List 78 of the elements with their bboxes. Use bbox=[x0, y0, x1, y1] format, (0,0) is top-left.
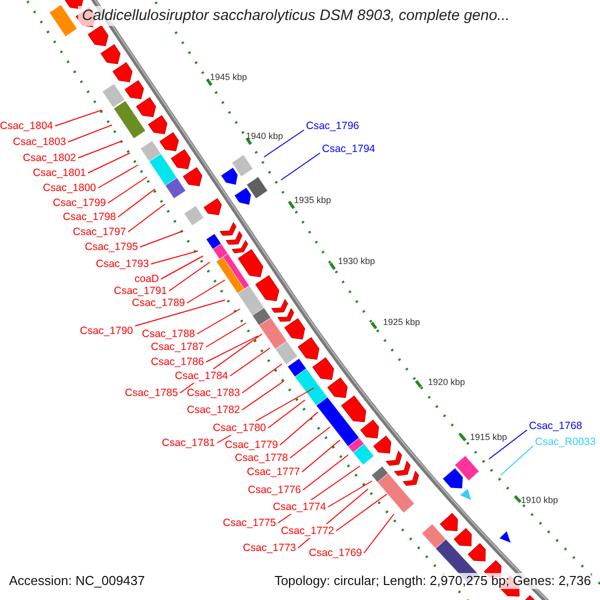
gene-label: Csac_1794 bbox=[322, 142, 376, 156]
leader-line bbox=[206, 322, 246, 348]
gene-label: Csac_1798 bbox=[62, 210, 116, 224]
gene-label: Csac_1788 bbox=[142, 327, 195, 341]
accession-text: Accession: NC_009437 bbox=[9, 573, 145, 589]
gene-label: Csac_1785 bbox=[124, 386, 178, 400]
leader-line bbox=[54, 110, 102, 126]
scale-label: 1920 kbp bbox=[428, 377, 466, 388]
leader-line bbox=[242, 380, 284, 410]
leader-line bbox=[88, 152, 130, 174]
leader-line bbox=[280, 152, 320, 180]
gene-label: Csac_1769 bbox=[308, 546, 362, 560]
scale-label: 1930 kbp bbox=[338, 256, 376, 267]
leader-line bbox=[488, 430, 528, 460]
gene-label: Csac_1797 bbox=[72, 225, 126, 239]
leader-line bbox=[78, 140, 122, 158]
gene-label: Csac_1772 bbox=[280, 524, 334, 538]
gene-label: Csac_1774 bbox=[272, 500, 326, 514]
gene-label: Csac_1777 bbox=[246, 465, 300, 479]
gene-label: Csac_1784 bbox=[174, 369, 228, 383]
gene-label: Csac_1787 bbox=[150, 340, 204, 354]
leader-line bbox=[206, 336, 258, 362]
scale-label: 1945 kbp bbox=[210, 72, 248, 83]
leader-line bbox=[186, 280, 226, 304]
gene-label: Csac_1789 bbox=[132, 296, 185, 310]
leader-line bbox=[196, 308, 240, 334]
gene-label: Csac_1780 bbox=[212, 421, 266, 435]
gene-label: Csac_1803 bbox=[12, 135, 66, 149]
leader-line bbox=[290, 426, 330, 458]
leader-line bbox=[364, 514, 394, 554]
gene-label: Csac_1796 bbox=[306, 119, 360, 133]
scale-label: 1935 kbp bbox=[294, 195, 332, 206]
leader-line bbox=[280, 412, 318, 446]
gene-label: Csac_1804 bbox=[0, 119, 53, 133]
leader-line bbox=[134, 300, 226, 326]
leader-line bbox=[336, 494, 388, 532]
leader-line bbox=[268, 400, 306, 428]
leader-line bbox=[98, 164, 138, 188]
topology-text: Topology: circular; Length: 2,970,275 bp; Genes: 2,736 bbox=[274, 573, 591, 589]
gene-label: Csac_1793 bbox=[96, 257, 149, 271]
gene-label: coaD bbox=[134, 272, 159, 286]
leader-line bbox=[230, 348, 270, 376]
gene-label: Csac_1773 bbox=[242, 541, 296, 555]
gene-label: Csac_1802 bbox=[22, 151, 76, 165]
gene-label: Csac_1800 bbox=[42, 181, 96, 195]
leader-line bbox=[118, 188, 156, 218]
leader-line bbox=[328, 480, 372, 508]
gene-label: Csac_1783 bbox=[186, 386, 240, 400]
leader-line bbox=[302, 440, 340, 472]
gene-label: Csac_1781 bbox=[162, 436, 215, 450]
gene-label: Csac_1768 bbox=[529, 419, 582, 433]
scale-label: 1925 kbp bbox=[383, 317, 420, 328]
leader-line bbox=[302, 454, 348, 490]
gene-label: Csac_1786 bbox=[150, 355, 204, 369]
leader-line bbox=[242, 364, 282, 394]
gene-label: Csac_1791 bbox=[114, 284, 167, 298]
scale-label: 1915 kbp bbox=[470, 432, 508, 443]
leader-line bbox=[150, 250, 198, 264]
leader-line bbox=[160, 256, 204, 280]
gene-label: Csac_1778 bbox=[234, 451, 288, 465]
scale-label: 1940 kbp bbox=[246, 131, 284, 142]
leader-line bbox=[140, 230, 184, 248]
gene-label: Csac_1795 bbox=[84, 240, 138, 254]
gene-label: Csac_1776 bbox=[248, 483, 301, 497]
gene-label: Csac_R0033 bbox=[535, 435, 596, 449]
gene-label: Csac_1782 bbox=[186, 403, 240, 417]
gene-label: Csac_1799 bbox=[52, 196, 106, 210]
leader-line bbox=[128, 204, 166, 232]
scale-label: 1910 kbp bbox=[521, 495, 558, 506]
leader-line bbox=[500, 446, 534, 476]
leader-line bbox=[108, 176, 148, 204]
gene-label: Csac_1801 bbox=[32, 166, 86, 180]
gene-label: Csac_1775 bbox=[222, 516, 276, 530]
leader-line bbox=[264, 130, 304, 158]
leader-line bbox=[68, 124, 112, 142]
gene-label: Csac_1779 bbox=[224, 438, 278, 452]
leader-line bbox=[168, 262, 210, 292]
gene-label: Csac_1790 bbox=[80, 324, 133, 338]
